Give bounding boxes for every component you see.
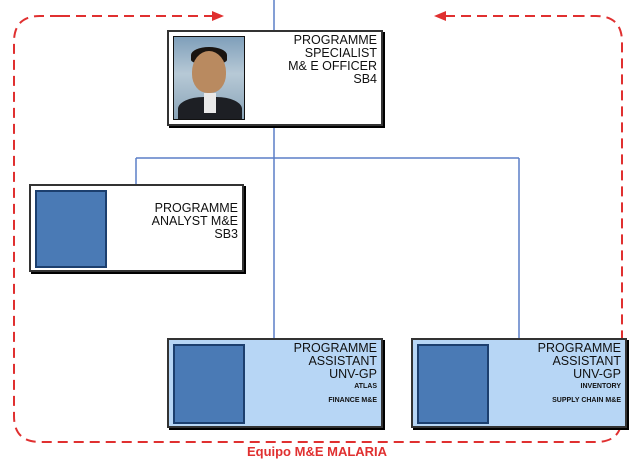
arrow-right-icon bbox=[60, 11, 224, 21]
specialist-line-1: PROGRAMME bbox=[293, 33, 377, 47]
specialist-line-3: M& E OFFICER bbox=[288, 59, 377, 74]
analyst-card: PROGRAMME ANALYST M&E SB3 bbox=[29, 184, 244, 272]
specialist-line-4: SB4 bbox=[353, 72, 377, 87]
assistant-right-line-3: UNV-GP bbox=[573, 367, 621, 382]
specialist-card: PROGRAMME SPECIALIST M& E OFFICER SB4 bbox=[167, 30, 383, 126]
analyst-line-2: ANALYST M&E bbox=[151, 214, 238, 229]
assistant-left-line-3: UNV-GP bbox=[329, 367, 377, 382]
assistant-left-sub-1: ATLAS bbox=[354, 383, 377, 391]
specialist-title: PROGRAMME SPECIALIST M& E OFFICER SB4 bbox=[288, 33, 377, 87]
analyst-title: PROGRAMME ANALYST M&E SB3 bbox=[151, 201, 238, 242]
assistant-right-line-1: PROGRAMME bbox=[537, 341, 621, 355]
assistant-left-sub-2: FINANCE M&E bbox=[328, 396, 377, 404]
arrow-left-icon bbox=[434, 11, 580, 21]
assistant-left-card: PROGRAMME ASSISTANT UNV-GP ATLAS FINANCE… bbox=[167, 338, 383, 428]
assistant-left-line-2: ASSISTANT bbox=[308, 354, 377, 369]
assistant-right-title: PROGRAMME ASSISTANT UNV-GP INVENTORY SUP… bbox=[537, 341, 621, 404]
assistant-right-card: PROGRAMME ASSISTANT UNV-GP INVENTORY SUP… bbox=[411, 338, 627, 428]
analyst-photo-placeholder bbox=[35, 190, 107, 268]
connector-lines bbox=[135, 0, 520, 338]
assistant-right-sub-2: SUPPLY CHAIN M&E bbox=[552, 396, 621, 404]
analyst-line-1: PROGRAMME bbox=[154, 201, 238, 215]
analyst-line-3: SB3 bbox=[214, 227, 238, 242]
assistant-right-photo-placeholder bbox=[417, 344, 489, 424]
assistant-right-line-2: ASSISTANT bbox=[552, 354, 621, 369]
assistant-left-photo-placeholder bbox=[173, 344, 245, 424]
assistant-right-sub-1: INVENTORY bbox=[580, 383, 621, 391]
assistant-left-line-1: PROGRAMME bbox=[293, 341, 377, 355]
assistant-left-title: PROGRAMME ASSISTANT UNV-GP ATLAS FINANCE… bbox=[293, 341, 377, 404]
specialist-line-2: SPECIALIST bbox=[304, 46, 377, 61]
team-boundary bbox=[13, 15, 623, 443]
specialist-photo bbox=[173, 36, 245, 120]
team-label: Equipo M&E MALARIA bbox=[246, 444, 388, 459]
